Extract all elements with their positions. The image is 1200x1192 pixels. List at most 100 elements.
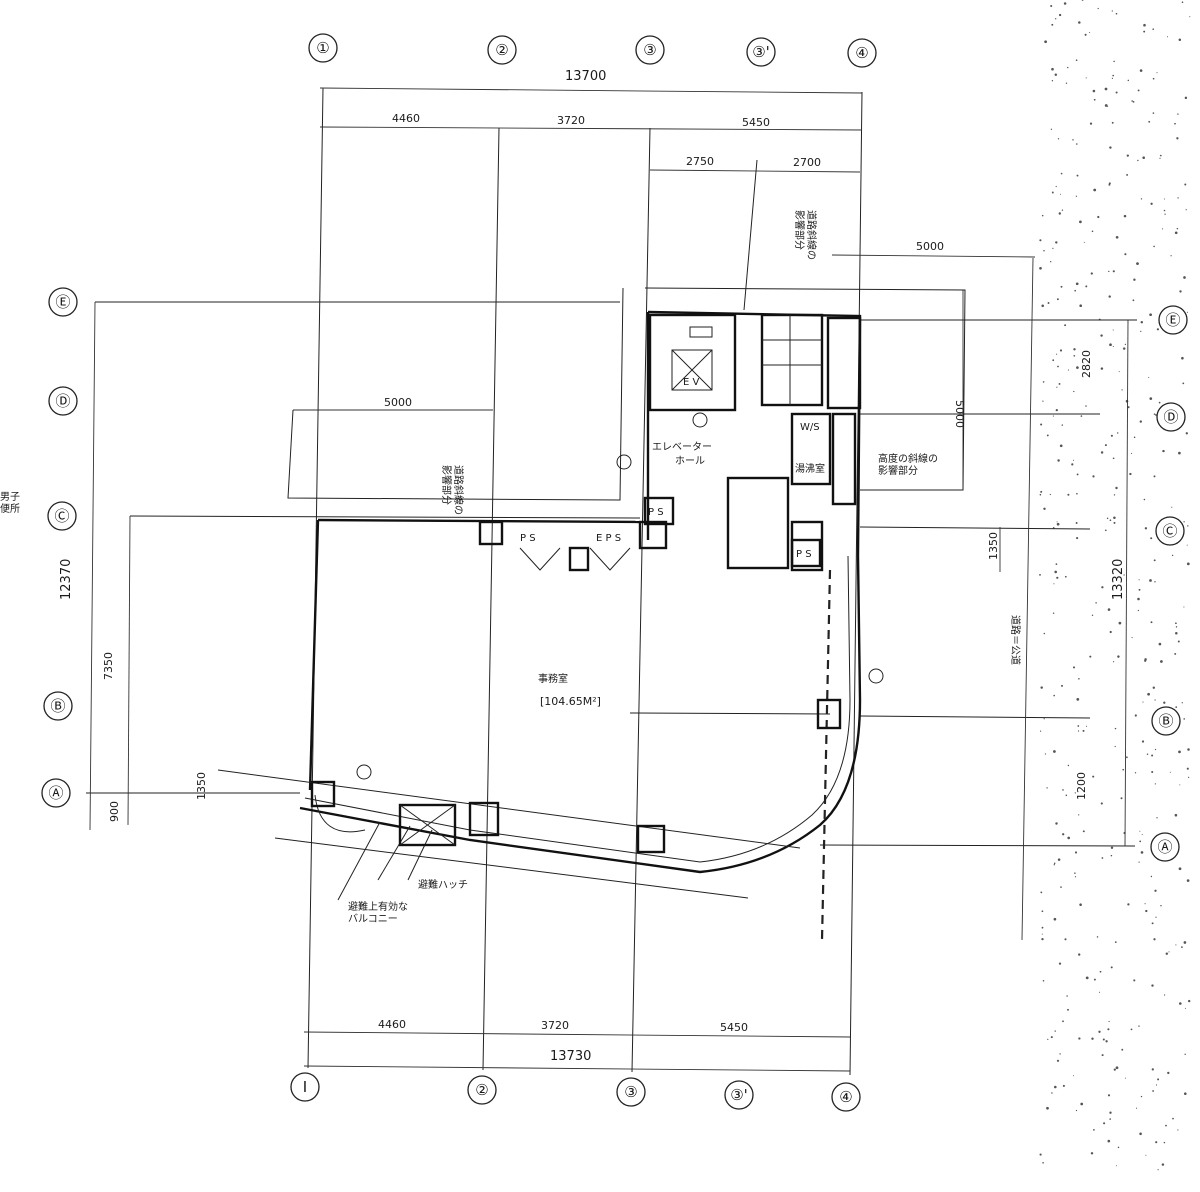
noise-dot (1117, 1146, 1120, 1149)
noise-dot (1076, 492, 1078, 495)
noise-dot (1075, 282, 1079, 286)
noise-dot (1089, 122, 1093, 125)
noise-dot (1187, 776, 1190, 779)
noise-dot (1154, 889, 1157, 892)
noise-dot (1113, 661, 1115, 663)
noise-dot (1177, 113, 1179, 115)
grid-col-1-top: ① (316, 39, 329, 57)
noise-dot (1053, 864, 1055, 866)
noise-dot (1150, 202, 1153, 205)
noise-dot (1074, 792, 1076, 794)
noise-dot (1181, 356, 1184, 360)
noise-dot (1057, 138, 1060, 140)
noise-dot (1075, 59, 1078, 62)
noise-dot (1092, 775, 1095, 778)
noise-dot (1064, 324, 1067, 327)
noise-dot (1139, 830, 1141, 832)
dim-left-span: 7350 (102, 652, 115, 680)
noise-dot (1183, 276, 1186, 279)
noise-dot (1179, 784, 1181, 786)
noise-dot (1174, 122, 1176, 125)
noise-dot (1183, 718, 1185, 720)
noise-dot (1109, 519, 1112, 522)
noise-dot (1097, 215, 1100, 219)
noise-dot (1064, 575, 1067, 578)
noise-dot (1059, 349, 1063, 352)
noise-dot (1115, 12, 1118, 15)
note-balcony: 避難上有効なバルコニー (348, 900, 408, 925)
noise-dot (1136, 262, 1139, 265)
noise-dot (1155, 1084, 1158, 1086)
noise-dot (1126, 756, 1128, 759)
noise-dot (1137, 159, 1139, 162)
noise-dot (1155, 1141, 1158, 1144)
noise-dot (1085, 976, 1089, 980)
noise-dot (1147, 692, 1150, 696)
noise-dot (1138, 861, 1140, 863)
noise-dot (1151, 754, 1154, 757)
noise-dot (1105, 1040, 1108, 1043)
noise-dot (1040, 490, 1043, 493)
noise-dot (1122, 347, 1126, 350)
note-hatch: 避難ハッチ (418, 878, 468, 891)
noise-dot (1100, 334, 1103, 337)
noise-dot (1152, 112, 1155, 114)
noise-dot (1091, 230, 1094, 233)
noise-dot (1186, 767, 1189, 770)
noise-dot (1189, 16, 1191, 18)
noise-dot (1178, 867, 1182, 871)
dim-top-overall: 13700 (565, 69, 606, 84)
noise-dot (1043, 632, 1046, 635)
noise-dot (1121, 389, 1123, 391)
noise-dot (1145, 909, 1148, 913)
noise-dot (1113, 1068, 1116, 1071)
noise-dot (1133, 979, 1136, 982)
noise-dot (1079, 304, 1083, 308)
noise-dot (1059, 1053, 1061, 1055)
noise-dot (1103, 1122, 1106, 1125)
noise-dot (1170, 255, 1172, 257)
grid-rows-right: Ⓔ Ⓓ Ⓒ Ⓑ Ⓐ (1150, 305, 1188, 862)
noise-dot (1152, 1090, 1154, 1092)
noise-dot (1052, 612, 1055, 614)
noise-dot (1111, 121, 1114, 124)
grid-col-3-bottom: ③ (624, 1083, 637, 1101)
noise-dot (1186, 544, 1188, 546)
noise-dot (1076, 537, 1079, 540)
noise-dot (1040, 686, 1043, 689)
noise-dot (1107, 1139, 1111, 1143)
noise-dot (1132, 299, 1135, 302)
noise-dot (1143, 23, 1146, 27)
noise-dot (1149, 579, 1152, 582)
noise-dot (1138, 588, 1141, 591)
noise-dot (1126, 154, 1129, 157)
noise-dot (1149, 397, 1153, 400)
dim-upper-right-width: 5000 (916, 240, 944, 253)
noise-dot (1042, 980, 1045, 982)
noise-dot (1159, 157, 1161, 159)
noise-dot (1138, 1025, 1140, 1027)
dim-left-overall: 12370 (59, 559, 74, 600)
noise-dot (1074, 289, 1077, 292)
noise-dot (1113, 494, 1116, 496)
noise-dot (1108, 295, 1111, 298)
noise-dot (1076, 473, 1079, 476)
noise-dot (1144, 659, 1147, 662)
noise-dot (1054, 73, 1058, 76)
noise-dot (1060, 172, 1063, 175)
noise-dot (1052, 247, 1054, 250)
grid-lines (86, 87, 1137, 1076)
noise-dot (1111, 10, 1113, 12)
noise-dot (1158, 401, 1161, 404)
noise-dot (1177, 197, 1179, 199)
noise-dot (1040, 423, 1043, 426)
noise-dot (1063, 2, 1067, 5)
noise-dot (1184, 1053, 1186, 1056)
noise-dot (1078, 814, 1080, 816)
scan-noise (1039, 0, 1191, 1171)
right-dimensions: 13320 2820 5000 1350 1200 (953, 257, 1129, 941)
noise-dot (1160, 904, 1162, 907)
noise-dot (1093, 188, 1097, 192)
noise-dot (1058, 212, 1062, 215)
noise-dot (1073, 390, 1075, 393)
